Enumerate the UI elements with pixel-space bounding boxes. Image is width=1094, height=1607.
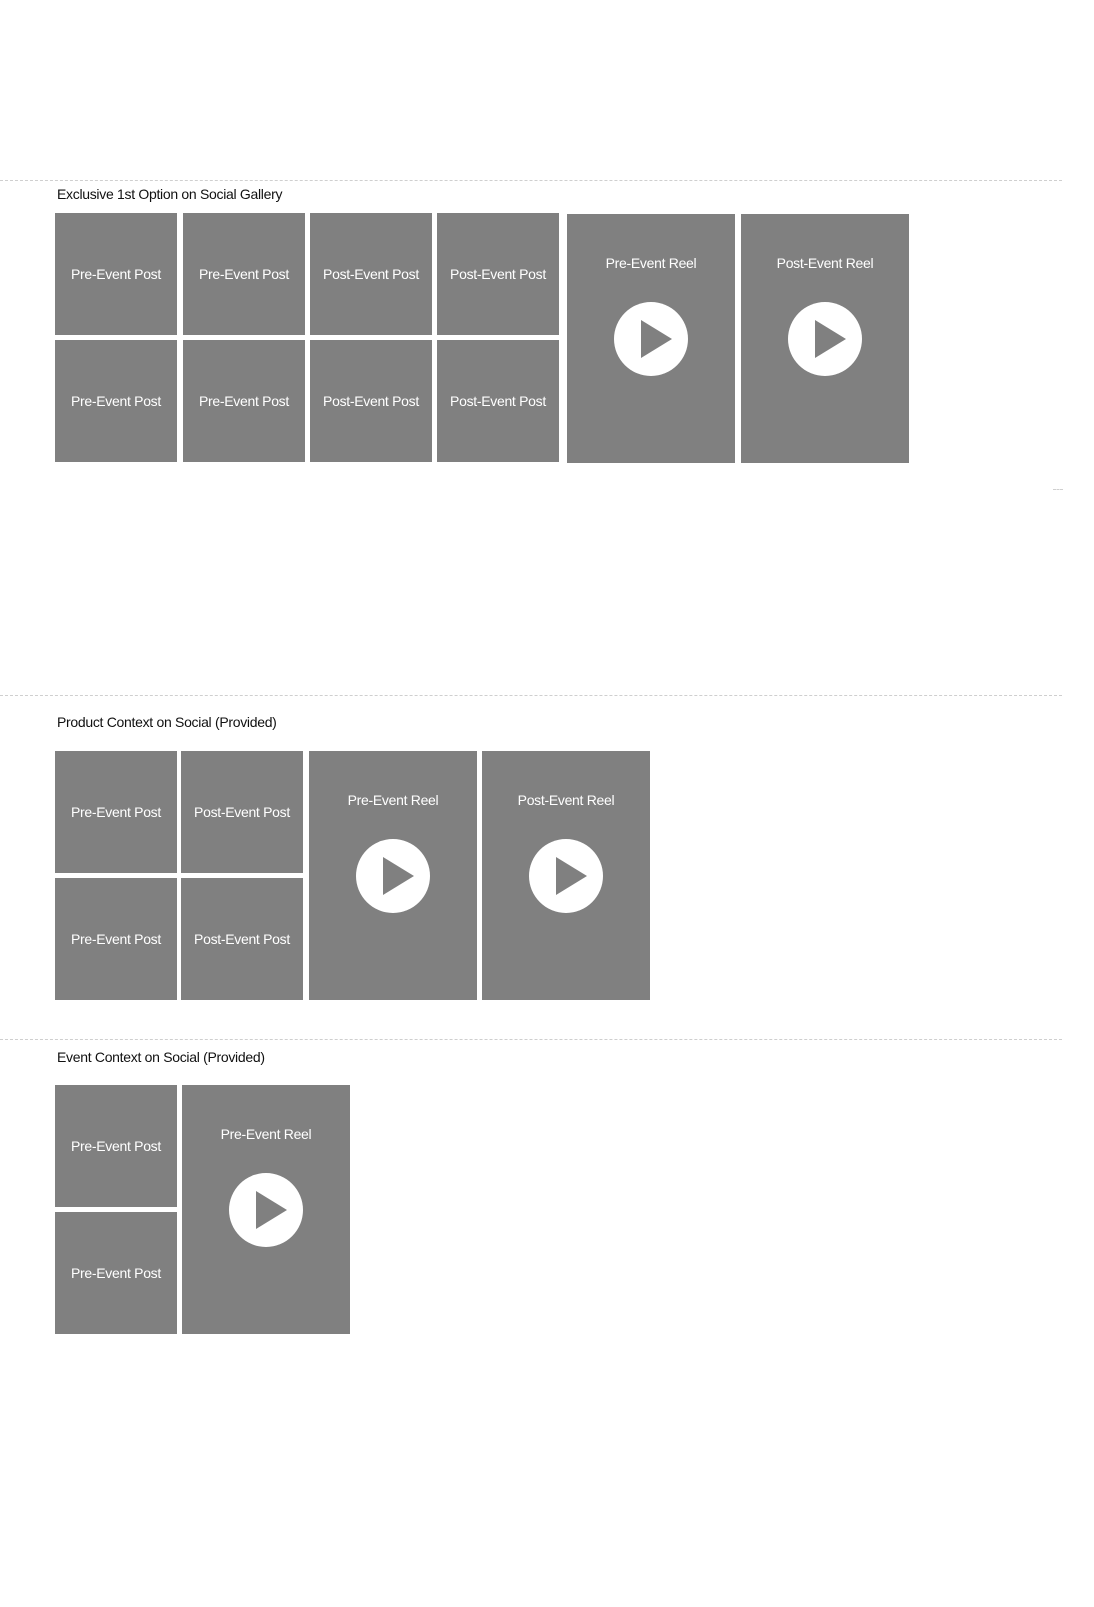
reel-label: Pre-Event Reel [220, 1126, 312, 1142]
pre-event-reel-tile: Pre-Event Reel [567, 214, 735, 463]
pre-event-post-tile: Pre-Event Post [55, 878, 177, 1000]
pre-event-post-tile: Pre-Event Post [55, 1212, 177, 1334]
play-icon [614, 302, 688, 376]
post-event-reel-tile: Post-Event Reel [482, 751, 650, 1000]
pre-event-post-tile: Pre-Event Post [183, 340, 305, 462]
post-event-post-tile: Post-Event Post [181, 878, 303, 1000]
section-divider-tick [1053, 489, 1063, 490]
post-event-post-tile: Post-Event Post [310, 340, 432, 462]
reel-label: Pre-Event Reel [347, 792, 439, 808]
section-title: Exclusive 1st Option on Social Gallery [57, 186, 283, 202]
play-icon [529, 839, 603, 913]
pre-event-reel-tile: Pre-Event Reel [182, 1085, 350, 1334]
section-divider [0, 1039, 1062, 1040]
post-event-post-tile: Post-Event Post [437, 340, 559, 462]
pre-event-post-tile: Pre-Event Post [183, 213, 305, 335]
post-event-reel-tile: Post-Event Reel [741, 214, 909, 463]
section-divider [0, 695, 1062, 696]
play-icon [356, 839, 430, 913]
section-title: Event Context on Social (Provided) [57, 1049, 265, 1065]
reel-label: Post-Event Reel [776, 255, 874, 271]
section-divider [0, 180, 1062, 181]
section-title: Product Context on Social (Provided) [57, 714, 277, 730]
post-event-post-tile: Post-Event Post [437, 213, 559, 335]
pre-event-post-tile: Pre-Event Post [55, 751, 177, 873]
reel-label: Pre-Event Reel [605, 255, 697, 271]
post-event-post-tile: Post-Event Post [310, 213, 432, 335]
pre-event-reel-tile: Pre-Event Reel [309, 751, 477, 1000]
post-event-post-tile: Post-Event Post [181, 751, 303, 873]
pre-event-post-tile: Pre-Event Post [55, 1085, 177, 1207]
pre-event-post-tile: Pre-Event Post [55, 340, 177, 462]
play-icon [788, 302, 862, 376]
reel-label: Post-Event Reel [517, 792, 615, 808]
play-icon [229, 1173, 303, 1247]
pre-event-post-tile: Pre-Event Post [55, 213, 177, 335]
